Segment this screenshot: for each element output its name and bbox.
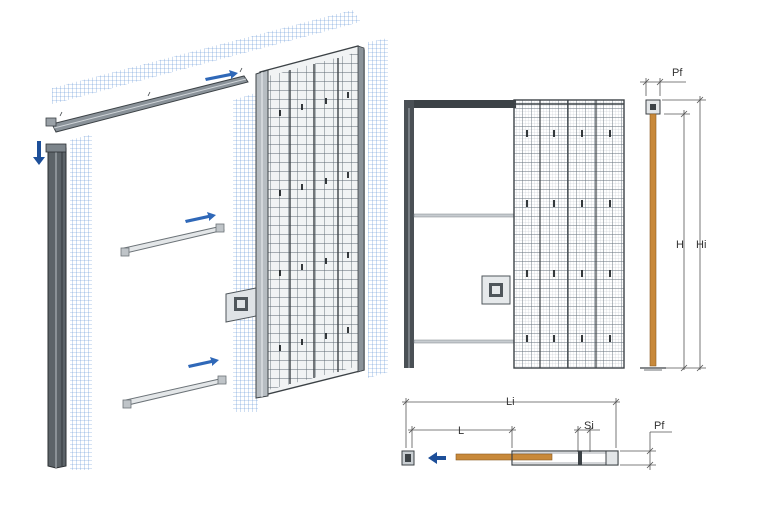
pocket-cassette-panel (255, 45, 365, 399)
left-upright (45, 143, 67, 469)
label-l: L (458, 425, 464, 437)
label-h: H (676, 239, 684, 251)
arrow-down-icon (33, 141, 45, 165)
dimension-pf-section (640, 78, 686, 96)
spreader-lower (413, 339, 515, 344)
arrow-right-icon (185, 212, 216, 223)
left-wall-mesh (70, 134, 92, 470)
plan-cassette (511, 450, 619, 466)
plan-view: Li L Si Pf (401, 396, 672, 470)
header-beam (404, 100, 516, 108)
arrow-right-icon (188, 357, 219, 368)
front-elevation (404, 99, 625, 369)
top-rail (45, 67, 249, 133)
spreader-upper (413, 213, 515, 218)
dimension-si (574, 426, 600, 452)
label-hi: Hi (696, 239, 706, 251)
crossbar-upper (120, 223, 225, 257)
label-pf-section: Pf (672, 67, 683, 79)
dimension-l (408, 426, 516, 448)
bracket-plate (225, 287, 257, 323)
dimension-li (402, 398, 620, 448)
section-door-leaf (649, 113, 657, 367)
cassette-elevation (513, 99, 625, 369)
arrow-left-icon (428, 452, 446, 464)
label-pf-plan: Pf (654, 420, 665, 432)
top-wall-mesh (52, 10, 360, 104)
right-wall-mesh (368, 38, 388, 378)
exploded-view (33, 10, 388, 470)
bracket-plate-elevation (481, 275, 511, 305)
dimension-pf-plan (620, 431, 672, 470)
label-li: Li (506, 396, 515, 408)
section-view: Pf H Hi (640, 67, 706, 372)
middle-wall-mesh (233, 92, 258, 412)
crossbar-lower (122, 375, 227, 409)
plan-door-leaf (455, 453, 553, 461)
label-si: Si (584, 420, 594, 432)
dimension-hi (662, 96, 706, 372)
arrow-right-icon (205, 70, 238, 81)
